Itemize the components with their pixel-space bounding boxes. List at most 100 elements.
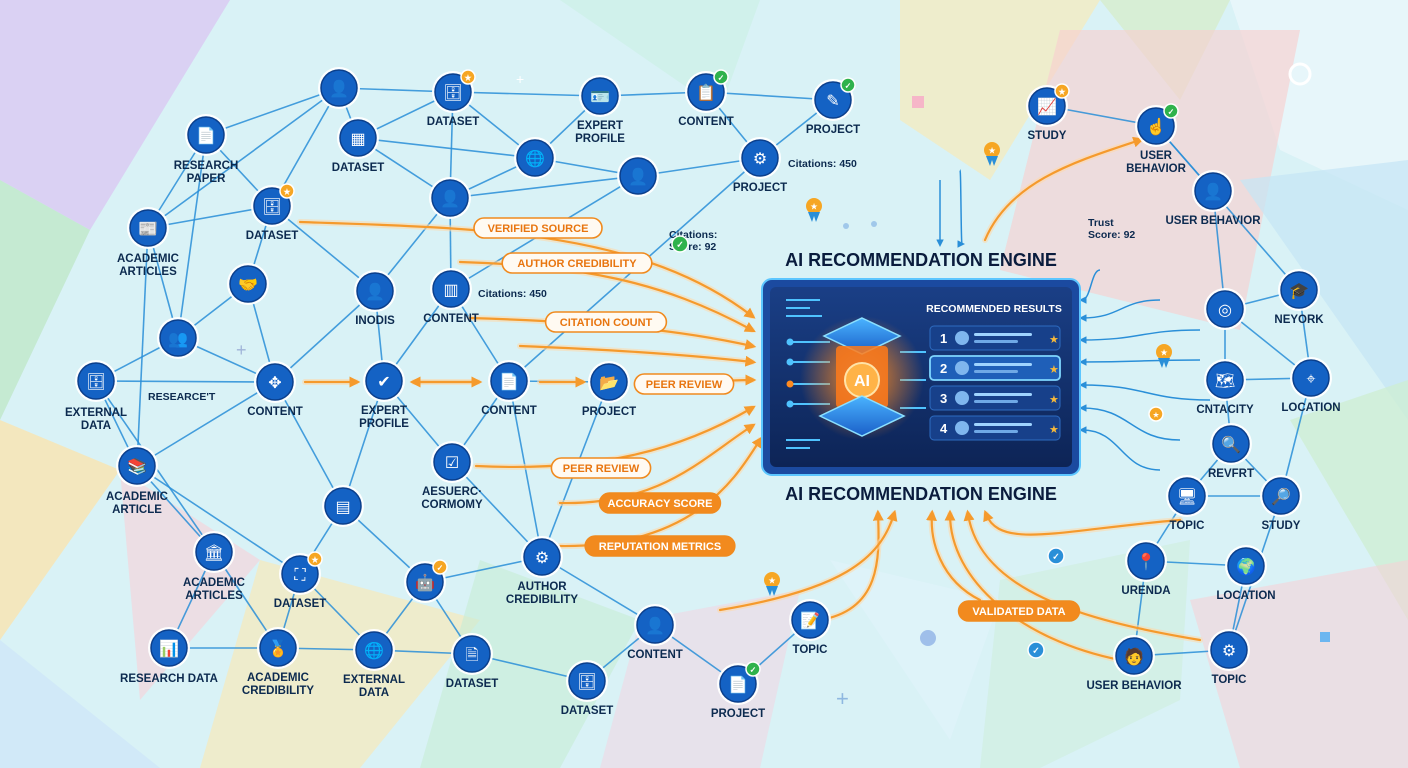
result-row-frame [929, 355, 1061, 381]
node-n35[interactable]: 👤CONTENT [627, 604, 683, 661]
node-n4[interactable]: 📋✓CONTENT [678, 69, 734, 128]
annotation-researcht: RESEARCE'T [148, 391, 216, 403]
node-n1[interactable]: 👤 [318, 67, 360, 109]
node-n7[interactable]: ▦DATASET [332, 117, 385, 174]
node-n44[interactable]: ⌖LOCATION [1281, 357, 1341, 414]
node-disc [259, 629, 297, 667]
node-label: STUDY [1028, 130, 1067, 142]
node-n9[interactable]: 👤 [617, 155, 659, 197]
node-n37[interactable]: 📝TOPIC [789, 599, 831, 656]
node-label: DATASET [427, 116, 480, 128]
node-n15[interactable]: 👤INODIS [354, 270, 396, 327]
result-star-icon: ★ [1049, 364, 1059, 376]
node-n51[interactable]: ⚙TOPIC [1208, 629, 1250, 686]
graduation-icon: 🎓 [1289, 283, 1309, 300]
node-n10[interactable]: ⚙PROJECT [733, 137, 787, 194]
result-star-icon: ★ [1049, 424, 1059, 436]
node-n25[interactable]: ▤ [322, 485, 364, 527]
node-n43[interactable]: 🗺CNTACITY [1196, 359, 1254, 416]
node-disc [129, 209, 167, 247]
node-n41[interactable]: 🎓NEYORK [1274, 269, 1324, 326]
node-n12[interactable]: 👤 [429, 177, 471, 219]
books-icon: 📚 [127, 458, 147, 476]
edge-line [136, 465, 301, 575]
svg-text:★: ★ [768, 576, 776, 586]
node-n11[interactable]: 🗄★DATASET [246, 183, 299, 242]
node-label: TOPIC [1212, 674, 1247, 686]
flow-label-pill [501, 252, 653, 274]
node-n38[interactable]: 📈★STUDY [1026, 83, 1070, 142]
node-n45[interactable]: 🔍REVFRT [1208, 423, 1254, 480]
node-n49[interactable]: 🌍LOCATION [1216, 545, 1276, 602]
node-disc [1227, 547, 1265, 585]
node-disc [431, 179, 469, 217]
node-disc [1210, 631, 1248, 669]
node-disc [150, 629, 188, 667]
node-n8[interactable]: 🌐 [514, 137, 556, 179]
user-icon: 👤 [1203, 182, 1223, 201]
node-n28[interactable]: ⛶★DATASET [274, 551, 327, 610]
node-n17[interactable]: 👥 [157, 317, 199, 359]
flow-label-text: PEER REVIEW [563, 463, 640, 475]
node-n23[interactable]: ☑AESUERC·CORMOMY [421, 441, 483, 511]
checklist-icon: ☑ [445, 455, 459, 472]
node-label: LOCATION [1281, 402, 1340, 414]
result-rank: 3 [940, 391, 947, 406]
node-n48[interactable]: 📍URENDA [1121, 540, 1171, 597]
node-n5[interactable]: ✎✓PROJECT [806, 77, 860, 136]
check-badge-icon [432, 559, 448, 575]
node-label: USER BEHAVIOR [1087, 680, 1183, 692]
node-n29[interactable]: 🤖✓ [404, 559, 448, 603]
user-icon: 👤 [440, 189, 460, 208]
node-n21[interactable]: 📄CONTENT [481, 360, 537, 417]
user-badge-icon: 🧑 [1124, 647, 1144, 666]
node-label: CNTACITY [1196, 404, 1254, 416]
node-n46[interactable]: 🖥TOPIC [1166, 475, 1208, 532]
node-disc [229, 265, 267, 303]
node-n42[interactable]: ◎ [1204, 288, 1246, 330]
node-n40[interactable]: 👤USER BEHAVIOR [1166, 170, 1262, 227]
node-n30[interactable]: 📊RESEARCH DATA [120, 627, 218, 685]
node-n33[interactable]: 🗎DATASET [446, 633, 499, 690]
svg-text:★: ★ [810, 202, 818, 212]
node-n47[interactable]: 🔎STUDY [1260, 475, 1302, 532]
node-disc [453, 635, 491, 673]
flow-label-pill [550, 457, 652, 479]
node-n50[interactable]: 🧑 USER BEHAVIOR [1087, 635, 1183, 692]
result-row: 3★ [929, 385, 1061, 411]
report-search-icon: 🔍 [1221, 434, 1241, 454]
node-label: CONTENT [481, 405, 537, 417]
flow-arrow [963, 509, 1202, 642]
result-rank: 4 [940, 421, 948, 436]
badge-glyph: ✓ [845, 81, 852, 90]
node-n34[interactable]: 🗄DATASET [561, 660, 614, 717]
edge-line [147, 87, 340, 229]
result-line [974, 363, 1032, 366]
node-n22[interactable]: 📂PROJECT [582, 361, 636, 418]
node-n36[interactable]: 📄✓PROJECT [711, 661, 765, 720]
group-icon: 👥 [168, 331, 188, 348]
node-n14[interactable]: 🤝 [227, 263, 269, 305]
flow-arrow [818, 509, 884, 622]
node-n19[interactable]: ✥CONTENT [247, 361, 303, 418]
node-n16[interactable]: ▥CONTENT [423, 268, 479, 325]
flow-arrow [298, 220, 756, 319]
node-label: RESEARCH DATA [120, 673, 218, 685]
node-label: CONTENT [627, 649, 683, 661]
inbound-connector [1079, 381, 1211, 401]
node-n2[interactable]: 🗄★DATASET [427, 69, 480, 128]
